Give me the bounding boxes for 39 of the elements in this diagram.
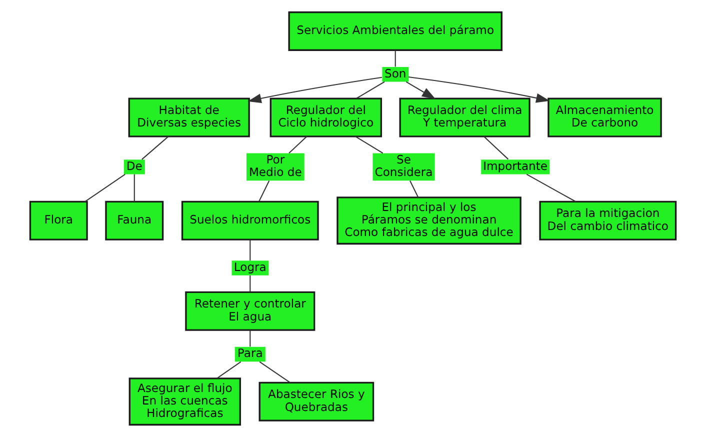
connector bbox=[258, 180, 270, 202]
node-box: Son bbox=[382, 66, 408, 82]
arrow bbox=[408, 76, 550, 103]
connector bbox=[250, 240, 251, 260]
arrow bbox=[406, 81, 436, 100]
connector bbox=[142, 136, 169, 160]
connector bbox=[356, 81, 385, 99]
node-box: Retener y controlar El agua bbox=[185, 291, 316, 331]
node-box: Importante bbox=[481, 160, 550, 174]
connector bbox=[259, 361, 290, 383]
node-box: Almacenamiento De carbono bbox=[548, 98, 662, 138]
connector bbox=[355, 136, 384, 154]
node-box: Para bbox=[234, 346, 266, 362]
node-box: De bbox=[124, 160, 145, 174]
connector bbox=[394, 50, 396, 67]
node-box: Logra bbox=[232, 260, 269, 276]
connector bbox=[250, 330, 251, 347]
connector bbox=[484, 136, 509, 160]
node-box: Por Medio de bbox=[246, 153, 304, 181]
node-box: Para la mitigacion Del cambio climatico bbox=[539, 200, 677, 240]
connector bbox=[526, 174, 576, 202]
node-box: Abastecer Rios y Quebradas bbox=[258, 382, 374, 422]
connector bbox=[250, 275, 251, 292]
node-box: Se Considera bbox=[372, 153, 435, 181]
connector bbox=[288, 136, 308, 154]
node-box: Asegurar el flujo En las cuencas Hidrograficas bbox=[128, 378, 241, 426]
connector bbox=[134, 174, 135, 202]
node-box: Regulador del Ciclo hidrologico bbox=[270, 98, 382, 138]
connector bbox=[410, 180, 419, 198]
node-box: Regulador del clima Y temperatura bbox=[399, 98, 530, 138]
node-box: Servicios Ambientales del páramo bbox=[288, 11, 502, 51]
arrow bbox=[248, 76, 382, 104]
node-box: Suelos hidromorficos bbox=[181, 200, 319, 240]
connector bbox=[216, 361, 242, 379]
connector bbox=[84, 174, 126, 202]
node-box: Flora bbox=[29, 200, 88, 240]
node-box: Fauna bbox=[105, 200, 164, 240]
node-box: El principal y los Páramos se denominan Como fabricas de agua dulce bbox=[336, 196, 522, 245]
node-box: Habitat de Diversas especies bbox=[128, 98, 250, 138]
